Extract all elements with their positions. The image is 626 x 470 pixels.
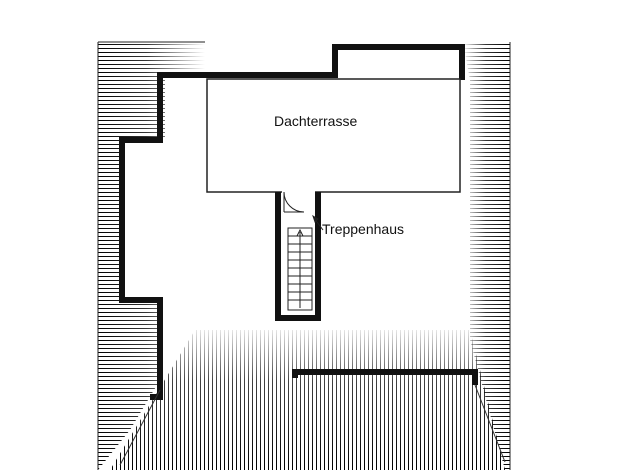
stair-steps — [287, 227, 313, 311]
stairwell-walls — [275, 192, 321, 321]
building-outline — [97, 41, 511, 470]
stairwell-leader-arrow — [312, 214, 324, 231]
hip-lines — [119, 384, 506, 466]
roof-terrace-room — [206, 78, 461, 193]
stair-door-opening — [282, 190, 315, 196]
door-swing — [283, 191, 305, 213]
lower-wall — [292, 369, 478, 385]
roof-hatching-right — [463, 42, 510, 470]
room-label-dachterrasse: Dachterrasse — [274, 113, 358, 129]
roof-hatching-left — [98, 42, 205, 470]
room-label-treppenhaus: Treppenhaus — [322, 221, 404, 237]
parapet-wall — [119, 44, 465, 400]
roof-hatching-bottom — [110, 330, 505, 470]
